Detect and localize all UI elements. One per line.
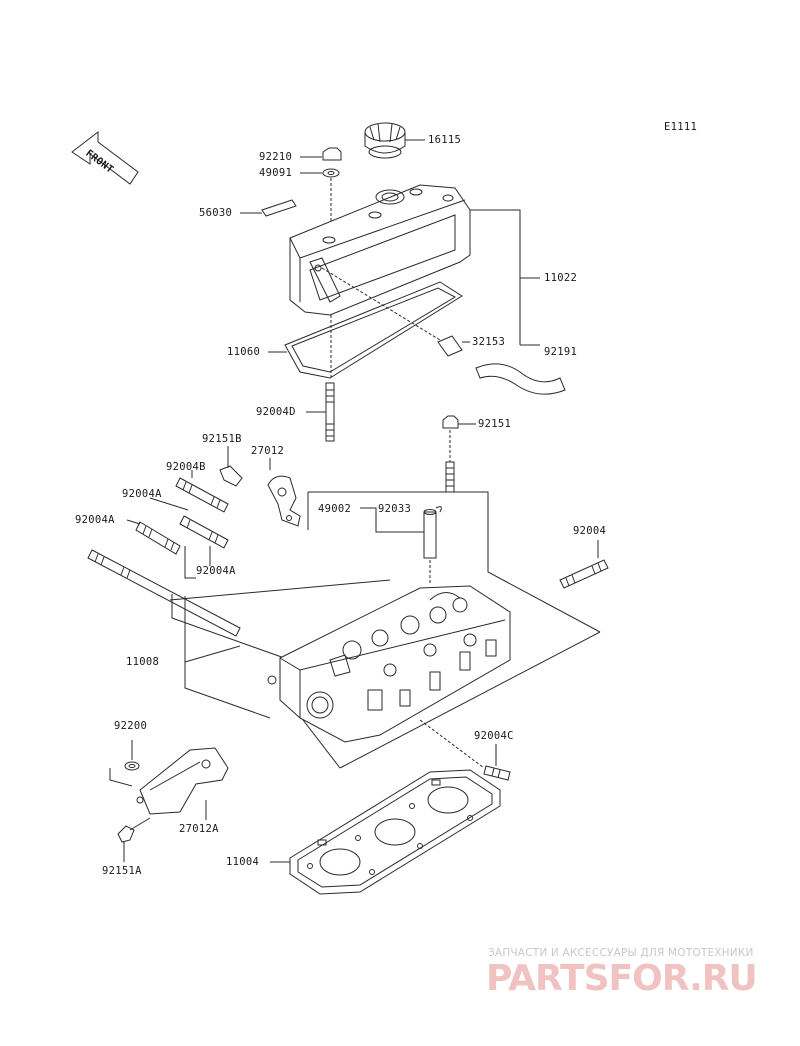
label-56030: [240, 200, 296, 216]
gasket-11060: [268, 282, 462, 380]
tube-32153: [322, 268, 470, 356]
part-label-11008[interactable]: 11008: [126, 656, 160, 668]
part-label-56030[interactable]: 56030: [199, 207, 233, 219]
stud-92004B: [176, 470, 228, 512]
bolt-92151A: [118, 818, 150, 862]
watermark-logo: PARTSFOR.RU: [486, 958, 758, 999]
oil-cap-16115: [365, 123, 425, 158]
part-label-32153[interactable]: 32153: [472, 336, 506, 348]
part-label-92191[interactable]: 92191: [544, 346, 578, 358]
part-label-49002[interactable]: 49002: [318, 503, 352, 515]
part-label-49091[interactable]: 49091: [259, 167, 293, 179]
part-label-11060[interactable]: 11060: [227, 346, 261, 358]
bolt-92151B: [220, 446, 242, 486]
part-label-92004A-3[interactable]: 92004A: [196, 565, 236, 577]
part-label-27012A[interactable]: 27012A: [179, 823, 219, 835]
part-label-92004B[interactable]: 92004B: [166, 461, 206, 473]
stud-long-left: [88, 550, 240, 636]
part-label-92004C[interactable]: 92004C: [474, 730, 514, 742]
washer-92200: [110, 740, 139, 786]
front-arrow-icon: [72, 132, 138, 184]
head-gasket-11004: [270, 770, 500, 894]
part-label-92151A[interactable]: 92151A: [102, 865, 142, 877]
part-label-92151B[interactable]: 92151B: [202, 433, 242, 445]
stud-92004: [560, 540, 608, 588]
watermark-tagline: ЗАПЧАСТИ И АКСЕССУАРЫ ДЛЯ МОТОТЕХНИКИ: [488, 947, 754, 959]
part-label-11022[interactable]: 11022: [544, 272, 578, 284]
bolt-92151: [443, 416, 476, 492]
part-label-92004D[interactable]: 92004D: [256, 406, 296, 418]
bracket-27012: [268, 458, 300, 526]
bracket-27012A: [137, 748, 228, 820]
part-label-92151[interactable]: 92151: [478, 418, 512, 430]
part-label-27012[interactable]: 27012: [251, 445, 285, 457]
hose-92191: [476, 364, 565, 394]
part-label-92033[interactable]: 92033: [378, 503, 412, 515]
part-label-92004[interactable]: 92004: [573, 525, 607, 537]
stud-92004C: [420, 720, 510, 780]
nut-92210: [300, 148, 341, 160]
part-label-92210[interactable]: 92210: [259, 151, 293, 163]
diagram-code: E1111: [664, 121, 698, 133]
stud-92004D: [306, 383, 334, 441]
part-label-11004[interactable]: 11004: [226, 856, 260, 868]
dowel-49002: [360, 507, 441, 558]
head-cover-11022: [290, 185, 540, 345]
stud-92004A-2: [150, 498, 228, 548]
part-label-92004A-2[interactable]: 92004A: [75, 514, 115, 526]
cylinder-head-11008: [268, 560, 510, 742]
part-label-16115[interactable]: 16115: [428, 134, 462, 146]
part-label-92004A-1[interactable]: 92004A: [122, 488, 162, 500]
part-label-92200[interactable]: 92200: [114, 720, 148, 732]
stud-92004A-1: [127, 520, 180, 554]
washer-49091: [300, 169, 339, 177]
